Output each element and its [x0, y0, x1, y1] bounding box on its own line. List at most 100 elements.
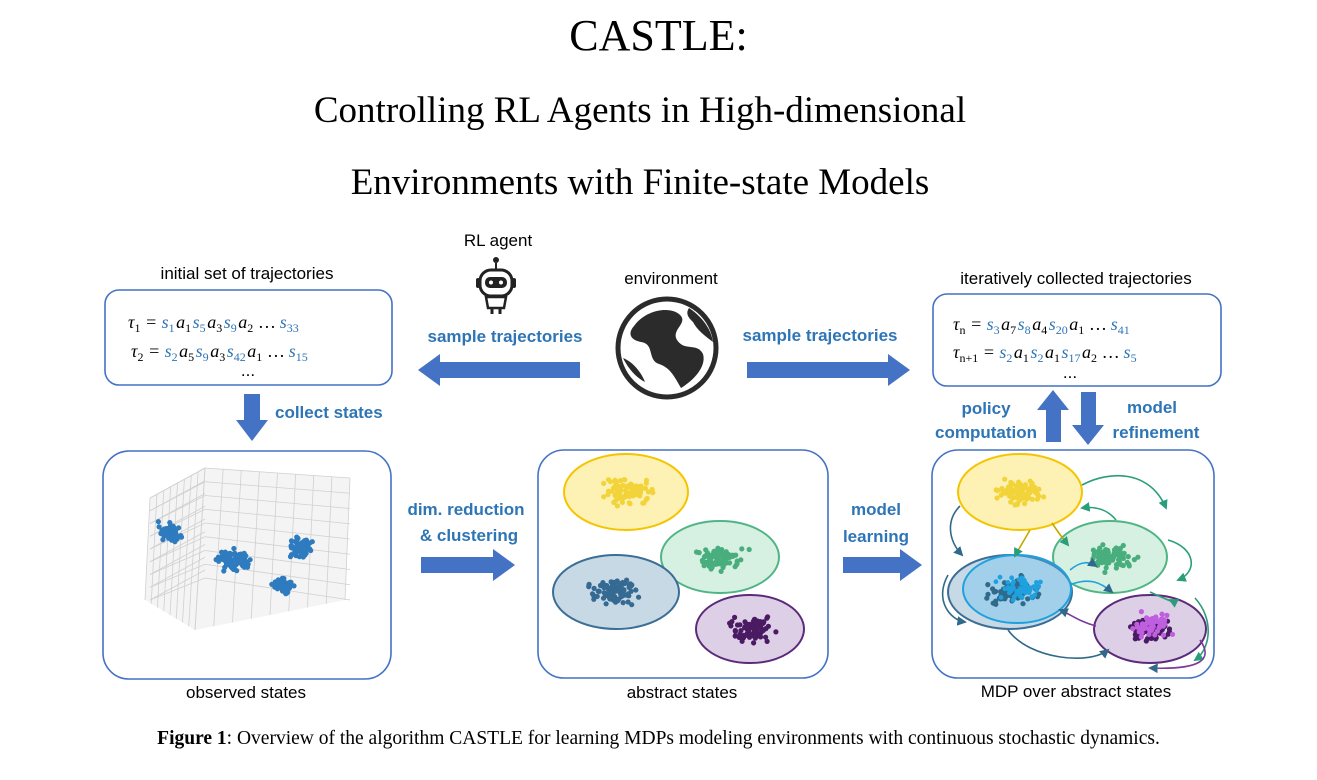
grid-line [157, 490, 165, 608]
title-line-3: Environments with Finite-state Models [350, 162, 930, 203]
grid-line [182, 475, 192, 623]
observed-point [241, 564, 247, 570]
blue-point [623, 592, 630, 598]
yellow-point [640, 500, 646, 506]
model-learning-label-1: model [851, 500, 901, 519]
yellow-point [1027, 489, 1033, 496]
yellow-point [632, 491, 638, 497]
green-point [1094, 549, 1101, 555]
green-point [718, 560, 724, 566]
observed-point [231, 545, 237, 552]
blue-point [984, 595, 990, 601]
green-point [720, 564, 726, 571]
green-point [739, 546, 745, 552]
castle-diagram: RL agent environment initial set of traj… [102, 231, 1222, 702]
abstract-states-label: abstract states [627, 683, 738, 702]
green-point [718, 568, 724, 575]
blue-point [616, 580, 623, 587]
yellow-point [995, 488, 1001, 494]
grid-line [204, 522, 351, 540]
yellow-point [637, 493, 643, 499]
green-point [722, 556, 729, 562]
yellow-point [994, 495, 1000, 501]
purple-point [737, 631, 743, 637]
yellow-point [1012, 502, 1018, 508]
observed-point [273, 582, 279, 588]
yellow-point [612, 477, 618, 483]
magenta-point [1144, 615, 1150, 622]
green-point [699, 557, 706, 564]
cyan-point [1005, 585, 1011, 590]
purple-point [759, 626, 765, 633]
sample-left-arrow [418, 354, 580, 386]
blue-point [1036, 591, 1042, 597]
observed-point [296, 542, 303, 548]
yellow-point [645, 489, 652, 495]
yellow-point [623, 490, 629, 496]
dim-reduction-label-2: & clustering [420, 526, 518, 545]
purple-point [1132, 631, 1139, 638]
observed-point [223, 561, 230, 567]
green-point [1100, 559, 1106, 565]
observed-point [172, 535, 179, 541]
observed-point [288, 545, 294, 551]
cyan-point [997, 574, 1003, 580]
magenta-point [1146, 631, 1152, 638]
green-point [710, 553, 716, 559]
cyan-point [1017, 586, 1023, 591]
yellow-point [611, 485, 617, 491]
blue-point [1025, 596, 1031, 602]
caption-prefix: Figure 1 [157, 728, 227, 749]
observed-points [155, 519, 315, 597]
green-point [746, 546, 752, 553]
blue-point [612, 579, 618, 585]
purple-point [729, 619, 735, 625]
right-ellipsis: ... [1063, 363, 1077, 382]
cyan-point [1005, 580, 1011, 585]
mdp-points [984, 476, 1176, 644]
green-point [693, 549, 700, 555]
magenta-point [1152, 632, 1158, 638]
observed-point [228, 551, 234, 557]
purple-point [739, 638, 745, 644]
purple-point [773, 629, 779, 635]
blue-point [591, 596, 597, 602]
purple-point [732, 627, 738, 634]
purple-point [753, 626, 759, 632]
yellow-point [1017, 481, 1024, 487]
yellow-point [1021, 494, 1027, 500]
magenta-point [1169, 631, 1176, 638]
green-point [1120, 542, 1126, 549]
robot-icon [476, 257, 516, 314]
purple-point [1143, 638, 1149, 644]
observed-point [168, 532, 174, 538]
cyan-point [1022, 582, 1027, 587]
sample-trajectories-right-label: sample trajectories [743, 326, 898, 345]
observed-point [239, 558, 245, 565]
blue-point [628, 588, 634, 594]
blue-point [601, 590, 607, 596]
cyan-point [1017, 593, 1023, 599]
grid-line [204, 536, 351, 555]
observed-point [173, 526, 179, 533]
title-line-1: CASTLE: [569, 11, 748, 60]
cyan-point [1010, 581, 1015, 587]
green-point [1107, 554, 1113, 560]
observed-point [236, 553, 242, 559]
cyan-point [1025, 585, 1031, 590]
grid-line [188, 471, 199, 627]
purple-point [728, 623, 734, 629]
model-learning-label-2: learning [843, 527, 909, 546]
abstract-points [586, 477, 779, 646]
yellow-point [627, 501, 633, 507]
blue-point [636, 594, 642, 600]
grid-line [169, 482, 178, 616]
observed-states-label: observed states [186, 683, 306, 702]
purple-point [732, 614, 738, 621]
initial-trajectories-box [104, 289, 393, 386]
grid-line [149, 536, 206, 563]
blue-point [607, 585, 614, 592]
cyan-point [1034, 580, 1039, 585]
yellow-point [1034, 496, 1040, 502]
blue-point [985, 582, 991, 588]
